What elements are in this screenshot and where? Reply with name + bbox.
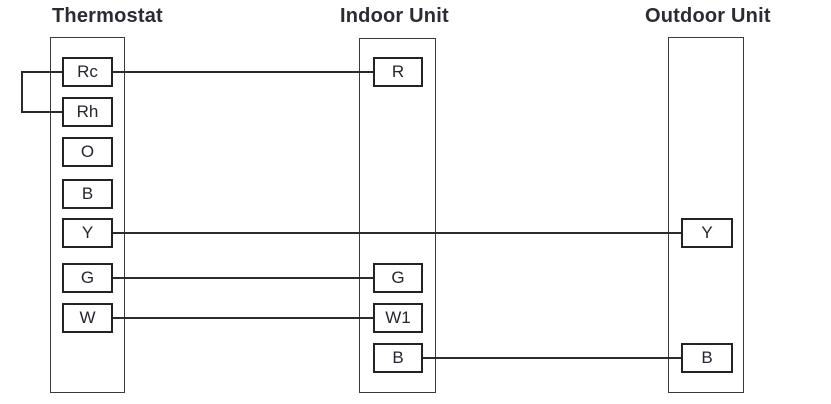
terminal-thermostat-Rc: Rc xyxy=(62,57,113,87)
wire-thermostat-G-to-indoor-G xyxy=(113,277,373,279)
jumper-stub-Rc xyxy=(21,71,62,73)
indoor-unit-box xyxy=(359,38,436,393)
wire-thermostat-Rc-to-indoor-R xyxy=(113,71,373,73)
jumper-bar-Rc-Rh xyxy=(21,71,23,113)
terminal-thermostat-O: O xyxy=(62,137,113,167)
wire-thermostat-Y-to-outdoor-Y xyxy=(113,232,681,234)
terminal-outdoor-B: B xyxy=(681,343,733,373)
terminal-thermostat-Y: Y xyxy=(62,218,113,248)
thermostat-box xyxy=(50,37,125,393)
indoor-unit-title: Indoor Unit xyxy=(340,5,449,27)
terminal-thermostat-G: G xyxy=(62,263,113,293)
wire-indoor-B-to-outdoor-B xyxy=(423,357,681,359)
terminal-thermostat-B: B xyxy=(62,179,113,209)
wire-thermostat-W-to-indoor-W1 xyxy=(113,317,373,319)
terminal-indoor-G: G xyxy=(373,263,423,293)
terminal-indoor-W1: W1 xyxy=(373,303,423,333)
terminal-indoor-B: B xyxy=(373,343,423,373)
terminal-outdoor-Y: Y xyxy=(681,218,733,248)
terminal-thermostat-W: W xyxy=(62,303,113,333)
outdoor-unit-title: Outdoor Unit xyxy=(645,5,771,27)
terminal-thermostat-Rh: Rh xyxy=(62,97,113,127)
terminal-indoor-R: R xyxy=(373,57,423,87)
thermostat-title: Thermostat xyxy=(52,5,163,27)
outdoor-unit-box xyxy=(668,37,744,393)
jumper-stub-Rh xyxy=(21,111,62,113)
